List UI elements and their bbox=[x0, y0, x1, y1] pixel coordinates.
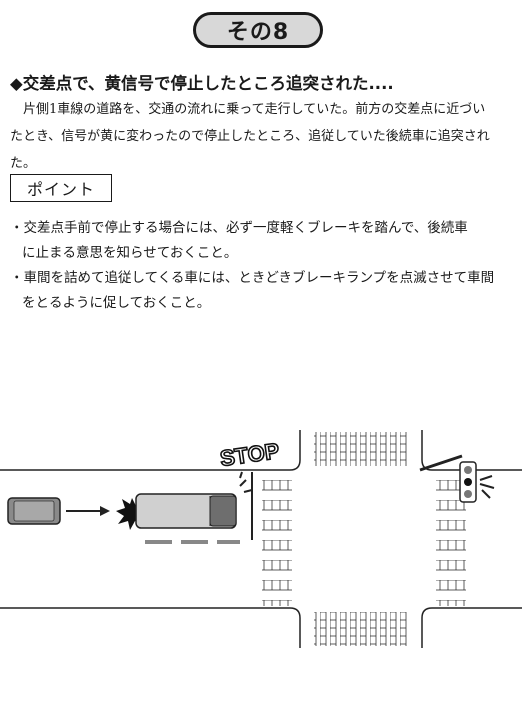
intersection-illustration: STOP bbox=[0, 430, 522, 648]
following-car bbox=[7, 497, 61, 525]
direction-arrow bbox=[66, 506, 110, 516]
point-item-2-line-2: をとるように促しておくこと。 bbox=[22, 295, 211, 311]
point-item-1-line-2: に止まる意思を知らせておくこと。 bbox=[22, 245, 238, 261]
point-item-2-line-1: ・車間を詰めて追従してくる車には、ときどきブレーキランプを点滅させて車間 bbox=[10, 270, 495, 286]
crosswalk-top bbox=[314, 432, 410, 466]
point-item-1-line-1: ・交差点手前で停止する場合には、必ず一度軽くブレーキを踏んで、後続車 bbox=[10, 220, 468, 236]
point-label: ポイント bbox=[10, 174, 112, 202]
road-outline bbox=[0, 430, 522, 648]
page-title: その8 bbox=[193, 12, 323, 48]
description-line-2: たとき、信号が黄に変わったので停止したところ、追従していた後続車に追突された。 bbox=[10, 129, 490, 171]
scenario-description: 片側1車線の道路を、交通の流れに乗って走行していた。前方の交差点に近づい たとき… bbox=[10, 96, 514, 177]
traffic-signal-icon bbox=[419, 454, 495, 503]
crosswalk-left bbox=[262, 472, 292, 606]
point-item-2: ・車間を詰めて追従してくる車には、ときどきブレーキランプを点滅させて車間 をとる… bbox=[10, 266, 515, 316]
headline: ◆交差点で、黄信号で停止したところ追突された.... bbox=[10, 74, 394, 93]
crosswalk-bottom bbox=[314, 612, 410, 646]
point-item-1: ・交差点手前で停止する場合には、必ず一度軽くブレーキを踏んで、後続車 に止まる意… bbox=[10, 216, 515, 266]
stop-label: STOP bbox=[218, 438, 280, 471]
stopped-car bbox=[135, 493, 237, 529]
description-line-1: 片側1車線の道路を、交通の流れに乗って走行していた。前方の交差点に近づい bbox=[23, 102, 486, 117]
brake-flash-icon bbox=[239, 471, 253, 493]
point-list: ・交差点手前で停止する場合には、必ず一度軽くブレーキを踏んで、後続車 に止まる意… bbox=[10, 216, 515, 316]
